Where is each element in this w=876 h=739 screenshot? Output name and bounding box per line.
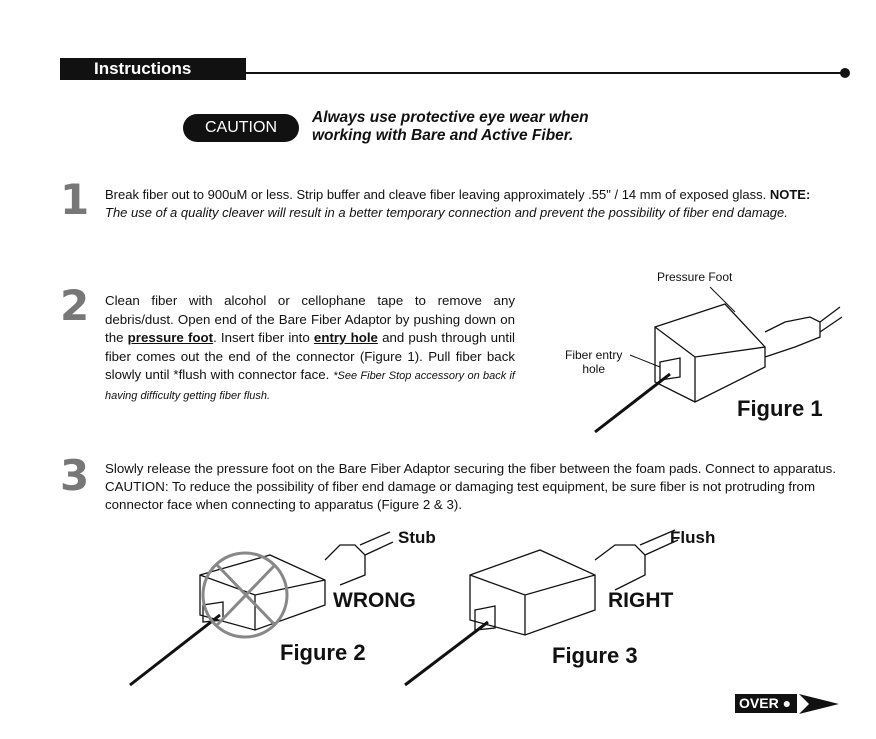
stub-label: Stub (398, 528, 436, 547)
step-1-main: Break fiber out to 900uM or less. Strip … (105, 187, 767, 202)
figure-2-caption: Figure 2 (280, 640, 366, 665)
figure-3-drawing (404, 529, 679, 687)
note-label: NOTE: (769, 187, 811, 202)
wrong-label: WRONG (333, 589, 416, 612)
figure-1-caption: Figure 1 (737, 396, 823, 421)
step-2-part-a: Clean fiber with alcohol or cellophane t… (105, 293, 515, 345)
step-1-number: 1 (60, 175, 90, 224)
step-2-footnote: *See Fiber Stop accessory on back if hav… (105, 370, 515, 402)
step-2-part-c: and push through until fiber comes out t… (105, 330, 516, 382)
header-rule (246, 72, 842, 74)
step-3-text: Slowly release the pressure foot on the … (105, 461, 837, 512)
over-label: OVER (739, 695, 779, 711)
caution-line-1: Always use protective eye wear when (312, 109, 589, 126)
term-pressure-foot: pressure foot (127, 330, 214, 345)
step-1-text: Break fiber out to 900uM or less. Strip … (105, 186, 835, 222)
section-header: Instructions (60, 58, 246, 80)
term-entry-hole: entry hole (313, 330, 378, 345)
flush-label: Flush (670, 528, 716, 547)
figure-2-drawing (129, 531, 394, 687)
pressure-foot-label: Pressure Foot (657, 270, 733, 284)
arrow-right-icon (799, 694, 839, 714)
over-indicator: OVER ● (735, 694, 797, 713)
right-label: RIGHT (608, 589, 674, 612)
step-2-text: Clean fiber with alcohol or cellophane t… (105, 292, 515, 405)
header-rule-dot (840, 68, 850, 78)
step-2-number: 2 (60, 281, 90, 330)
figure-1-drawing (594, 286, 843, 434)
step-1-note: The use of a quality cleaver will result… (105, 205, 788, 220)
step-3-number: 3 (60, 451, 90, 500)
figure-3-caption: Figure 3 (552, 643, 638, 668)
entry-hole-label-2: hole (582, 362, 606, 376)
entry-hole-label: Fiber entry hole (565, 348, 622, 376)
caution-badge: CAUTION (183, 114, 299, 142)
caution-line-2: working with Bare and Active Fiber. (312, 127, 574, 144)
entry-hole-label-1: Fiber entry (565, 348, 623, 362)
caution-text: Always use protective eye wear when work… (312, 109, 589, 145)
step-2-part-b: . Insert fiber into (213, 330, 310, 345)
